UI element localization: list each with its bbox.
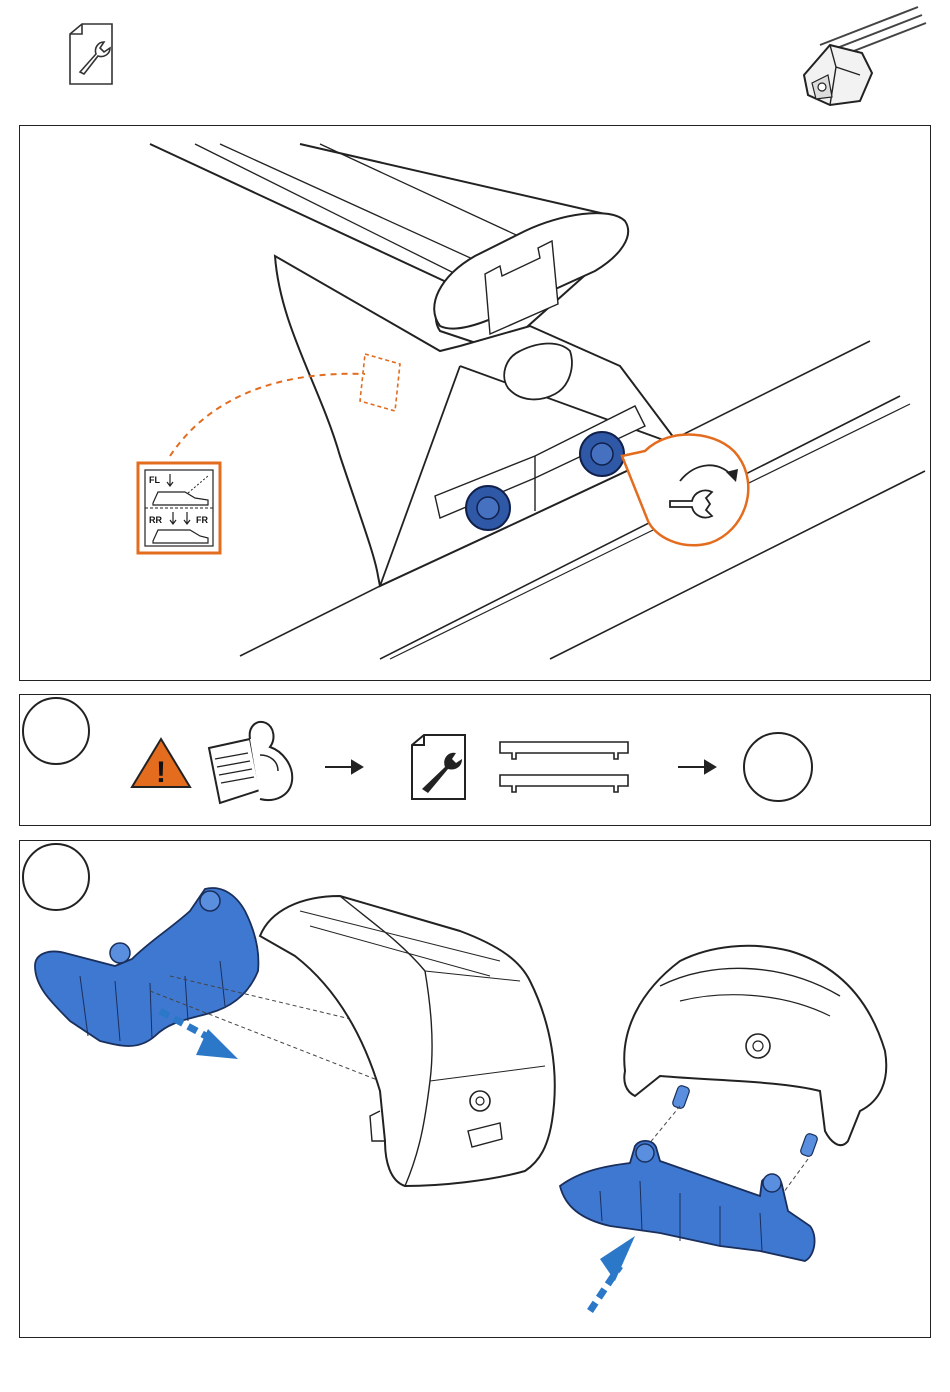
header	[0, 0, 950, 120]
rack-foot-illustration: FL RR FR	[20, 126, 929, 679]
label-rear-right: RR	[149, 515, 162, 525]
step-circle-right	[744, 733, 812, 801]
read-manual-icon	[209, 722, 292, 803]
arrow-right-icon	[325, 761, 362, 773]
wrench-document-icon	[66, 22, 118, 88]
label-front-left: FL	[149, 475, 160, 485]
push-arrow-icon	[590, 1236, 635, 1311]
warning-triangle-icon: !	[132, 739, 190, 789]
roof-rack-foot-thumbnail	[790, 5, 930, 110]
foot-assembly-panel	[19, 840, 931, 1338]
arrow-right-icon	[678, 761, 715, 773]
lock-nut-right	[580, 432, 624, 476]
foot-cover-part-right	[560, 1141, 815, 1261]
svg-text:!: !	[156, 756, 166, 789]
installation-detail-panel: FL RR FR	[19, 125, 931, 681]
step-circle-left	[23, 698, 89, 764]
wrench-rotate-icon	[622, 435, 748, 546]
roof-bars-icon	[500, 742, 628, 792]
steps-strip: !	[20, 695, 929, 824]
lock-nut-left	[466, 486, 510, 530]
step-circle	[23, 844, 89, 910]
preparation-steps-panel: !	[19, 694, 931, 826]
label-front-right: FR	[196, 515, 208, 525]
rack-foot-underside	[624, 946, 886, 1158]
orientation-sticker: FL RR FR	[138, 463, 220, 553]
foot-assembly-illustration	[20, 841, 929, 1336]
wrench-document-icon	[412, 735, 465, 799]
rack-foot-housing	[260, 896, 555, 1186]
foot-cover-part-left	[35, 888, 258, 1046]
